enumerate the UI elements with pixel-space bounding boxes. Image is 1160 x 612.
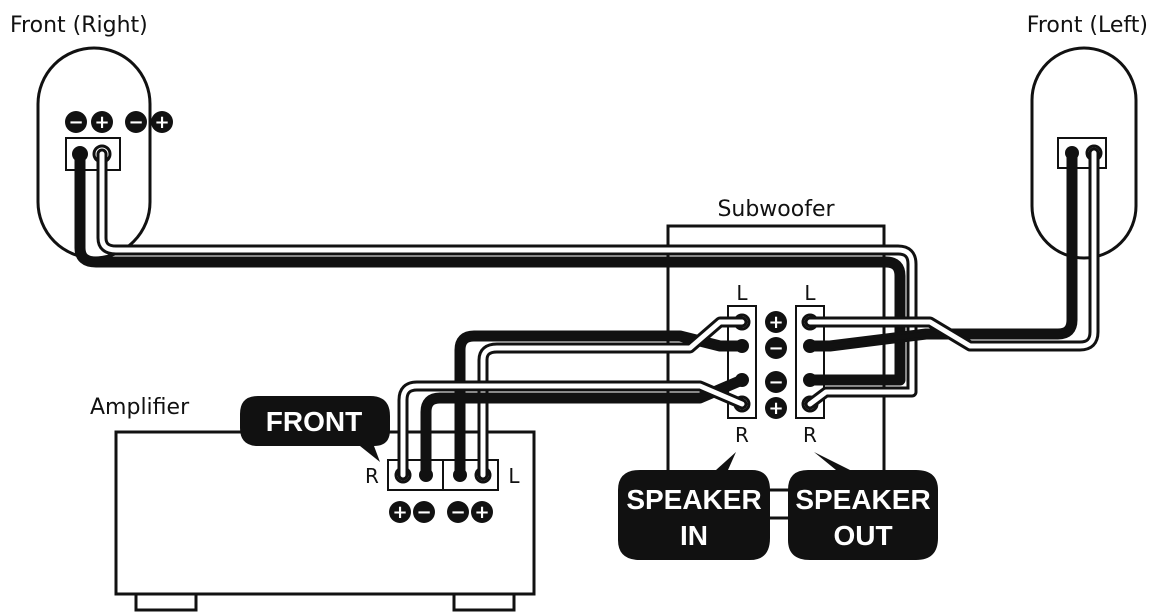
front-left-speaker [1030,46,1138,260]
front-right-label: Front (Right) [10,13,148,38]
svg-text:−: − [128,112,143,133]
svg-text:−: − [768,338,783,359]
amplifier: + − − + [114,430,536,612]
svg-text:−: − [450,502,465,523]
speaker-in-line1: SPEAKER [626,484,761,515]
amplifier-left-foot [134,592,198,612]
svg-text:+: + [768,312,783,333]
sub-in-bottom-channel-label: R [735,423,749,447]
svg-text:+: + [94,112,109,133]
subwoofer-label: Subwoofer [717,197,835,222]
front-tag-label: FRONT [266,406,362,437]
amp-channel-r-label: R [365,464,379,488]
sub-in-top-channel-label: L [736,281,748,305]
sub-out-bottom-channel-label: R [803,423,817,447]
svg-text:−: − [416,502,431,523]
speaker-out-line1: SPEAKER [795,484,930,515]
svg-text:+: + [768,398,783,419]
speaker-in-line2: IN [680,520,708,551]
svg-text:−: − [68,112,83,133]
amplifier-right-foot [452,592,516,612]
front-right-polarity-symbols: − + − + [65,111,173,133]
sub-out-top-channel-label: L [804,281,816,305]
speaker-out-callout: SPEAKER OUT [788,452,938,560]
amp-channel-l-label: L [508,464,520,488]
amplifier-label: Amplifier [90,395,190,420]
speaker-out-line2: OUT [833,520,892,551]
svg-text:−: − [768,372,783,393]
svg-text:+: + [474,502,489,523]
front-left-label: Front (Left) [1027,13,1148,38]
svg-text:+: + [392,502,407,523]
front-tag: FRONT [240,396,390,462]
svg-text:+: + [154,112,169,133]
speaker-cables [74,147,1100,481]
speaker-in-callout: SPEAKER IN [618,452,790,560]
front-right-speaker [36,46,152,260]
